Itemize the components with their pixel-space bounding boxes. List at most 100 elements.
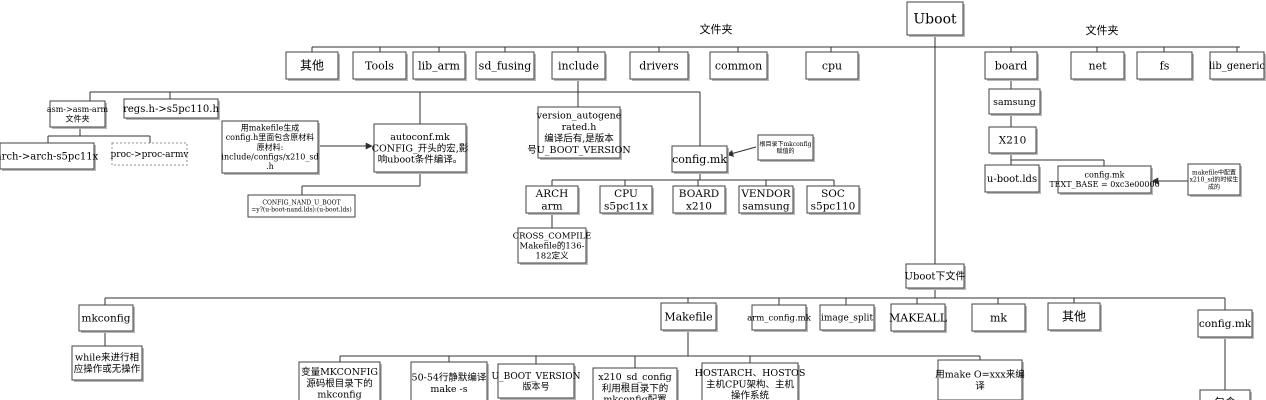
node-text-line: 包含 [1214, 395, 1236, 400]
node-qita: 其他 [285, 51, 340, 81]
node-text-line: sd_fusing [479, 59, 532, 72]
node-text-line: x210 [686, 200, 712, 212]
node-image-split: image_split [819, 304, 876, 332]
node-fs: fs [1136, 51, 1194, 81]
node-text-line: samsung [993, 97, 1036, 108]
node-text-line: 利用根目录下的 [602, 382, 669, 394]
node-uboot: Uboot [906, 1, 965, 37]
node-text-line: 变量MKCONFIG [301, 366, 378, 378]
node-text-line: x210_sd_config [598, 372, 672, 383]
node-text-line: lib_arm [418, 59, 460, 72]
node-text-line: CROSS_COMPILE [513, 231, 592, 241]
node-drivers: drivers [629, 51, 690, 81]
folder-label-right: 文件夹 [1086, 23, 1119, 37]
node-x210: X210 [988, 126, 1038, 155]
node-uboot-lds: u-boot.lds [984, 164, 1041, 194]
node-text-line: 其他 [300, 59, 324, 73]
node-config-mk: config.mk [671, 145, 729, 174]
node-lib-generic: lib_generic [1209, 51, 1266, 81]
node-text-line: config.mk [1085, 171, 1125, 180]
node-sd-fusing: sd_fusing [475, 51, 536, 81]
folder-label-left: 文件夹 [700, 22, 733, 36]
node-text-line: 其他 [1062, 310, 1086, 324]
node-include: include [551, 51, 607, 81]
node-text-line: drivers [639, 59, 679, 72]
node-text-line: 根目录下mkconfig [759, 140, 811, 148]
node-text-line: arch->arch-s5pc11x [0, 152, 99, 163]
node-text-line: mkconfig配置 [603, 395, 666, 400]
node-makefile: Makefile [660, 302, 718, 332]
node-text-line: 版本号 [522, 381, 549, 393]
node-text-line: 用make O=xxx来编 [935, 369, 1024, 381]
node-text-line: mkconfig [81, 313, 130, 325]
node-cpu: cpu [805, 51, 860, 81]
node-text-line: board [995, 59, 1028, 72]
node-proc-armv: proc->proc-armv [111, 142, 190, 166]
node-net: net [1070, 51, 1126, 81]
node-text-line: lib_generic [1209, 61, 1265, 72]
node-text-line: include [558, 59, 599, 72]
node-text-line: arm_config.mk [747, 313, 812, 323]
node-text-line: 主机CPU架构、主机 [706, 378, 795, 390]
node-text-line: Makefile [664, 310, 712, 323]
node-text-line: 文件夹 [66, 114, 90, 124]
node-text-line: HOSTARCH、HOSTOS [695, 368, 806, 379]
node-text-line: 182定义 [535, 251, 569, 262]
node-text-line: proc->proc-armv [111, 150, 190, 160]
node-regs-h: regs.h->s5pc110.h [123, 98, 220, 120]
node-text-line: 原材料: [257, 142, 284, 152]
node-text-line: common [715, 59, 762, 72]
node-board: board [984, 51, 1039, 81]
node-makeall: MAKEALL [889, 303, 948, 333]
node-qita-bottom: 其他 [1047, 302, 1102, 332]
node-text-line: image_split [821, 314, 874, 324]
node-text-line: make -s [430, 384, 467, 395]
node-text-line: cpu [822, 59, 842, 72]
node-text-line: config.h里面包含原材料 [226, 132, 315, 142]
node-text-line: config.mk [1199, 318, 1252, 330]
node-text-line: makefile中配置 [1192, 168, 1236, 176]
node-text-line: Makefile的136- [520, 240, 585, 251]
node-text-line: Uboot [913, 11, 957, 27]
node-text-line: fs [1160, 59, 1170, 72]
node-samsung: samsung [988, 88, 1042, 116]
node-text-line: rated.h [562, 122, 597, 133]
node-baohan: 包含 [1199, 389, 1252, 400]
node-text-line: 源码根目录下的 [306, 377, 373, 389]
node-text-line: 赋值的 [776, 147, 794, 155]
node-text-line: ARCH [535, 188, 569, 200]
node-text-line: autoconf.mk [390, 132, 450, 143]
node-uboot-files: Uboot下文件 [905, 263, 966, 290]
node-lib-arm: lib_arm [412, 51, 467, 81]
node-text-line: .h [266, 162, 274, 171]
node-text-line: MAKEALL [889, 311, 948, 324]
node-text-line: 号U_BOOT_VERSION [527, 145, 630, 156]
node-text-line: samsung [742, 200, 790, 212]
node-arch-s5pc11x: arch->arch-s5pc11x [0, 142, 99, 171]
node-text-line: VENDOR [740, 188, 791, 200]
node-text-line: asm->asm-arm [47, 105, 109, 114]
node-text-line: s5pc11x [604, 200, 648, 212]
node-text-line: 响uboot条件编译。 [378, 154, 462, 166]
node-makefile-gen: 用makefile生成config.h里面包含原材料原材料:include/co… [221, 120, 320, 175]
node-mkconfig: mkconfig [78, 304, 135, 333]
node-common: common [709, 51, 769, 81]
node-config-nand: CONFIG_NAND_U_BOOT=y?(u-boot-nand.lds):(… [247, 194, 356, 218]
node-text-line: BOARD [679, 188, 719, 200]
node-text-line: net [1088, 59, 1107, 72]
node-text-line: 应操作或无操作 [74, 363, 141, 375]
node-text-line: config.mk [672, 153, 727, 166]
